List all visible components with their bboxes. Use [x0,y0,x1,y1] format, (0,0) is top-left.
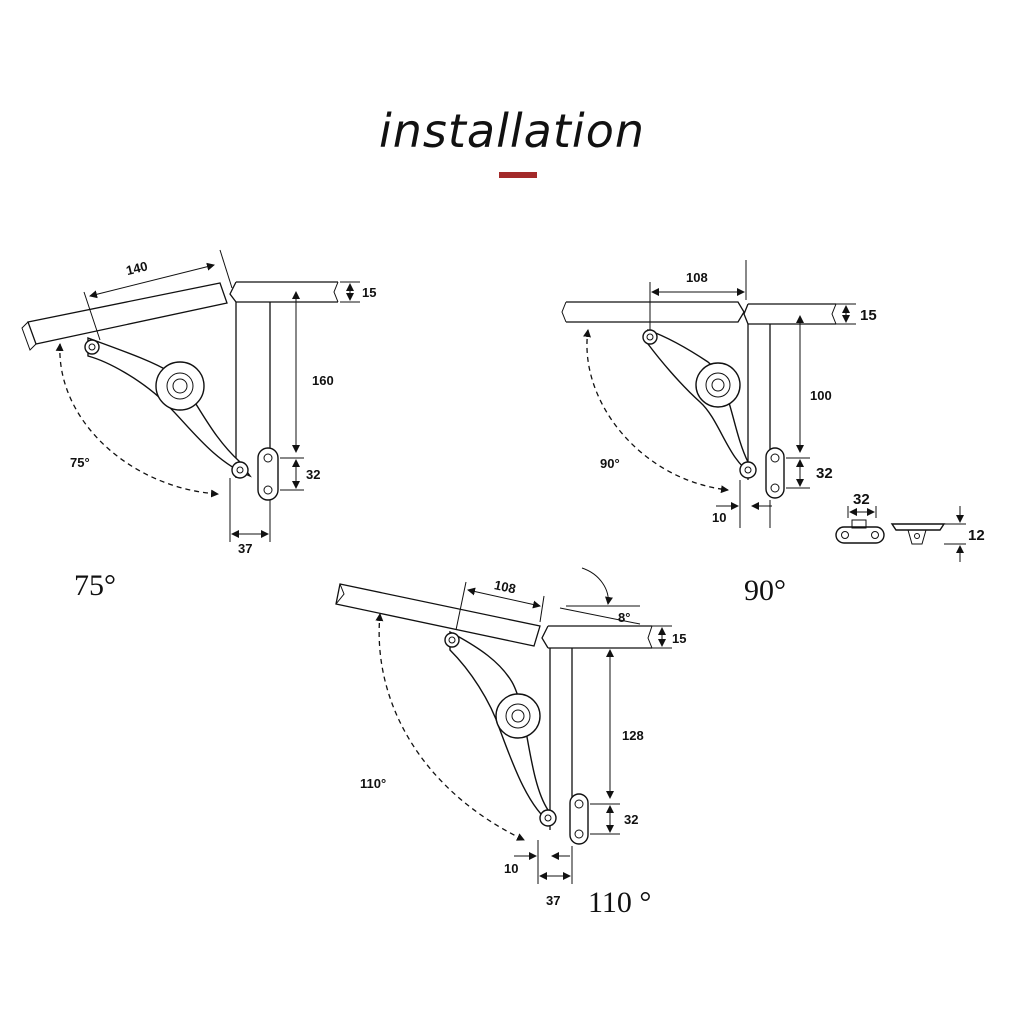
diagram-90: 108 15 100 32 10 90° 32 [561,260,985,607]
plate-side-view [890,523,946,531]
caption-110: 110 ° [588,886,651,919]
dim-32: 32 [624,812,638,827]
angle-label: 90° [600,456,620,471]
mount-plate [765,447,785,499]
cabinet-top [743,303,836,325]
angle-label: 110° [360,776,386,791]
plate-top-view [835,526,885,544]
dim-140: 140 [124,258,149,278]
dim-100: 100 [810,388,832,403]
mount-plate [257,447,279,501]
lid-panel [27,282,228,345]
swing-arc [55,343,219,498]
arm-joint [539,809,557,827]
cabinet-top [541,625,652,649]
caption-75: 75° [74,569,116,602]
lid-mount-screw [642,329,658,345]
diagram-110: 108 8° 15 128 32 10 37 110° 110 ° [335,567,686,919]
dim-108: 108 [493,577,517,596]
hinge-pivot [495,693,541,739]
hinge-pivot [695,362,741,408]
angle-label: 75° [70,455,90,470]
dim-37: 37 [546,893,560,908]
dim-15: 15 [672,631,686,646]
plate-detail: 32 12 [835,491,985,562]
hinge-pivot [155,361,205,411]
dim-108: 108 [686,270,708,285]
diagram-75: 140 15 160 32 37 75° 75° [21,249,376,602]
arm-joint [739,461,757,479]
cabinet-top [229,281,338,303]
mount-plate [569,793,589,845]
dim-10: 10 [504,861,518,876]
page-title: installation [379,104,645,158]
dim-10: 10 [712,510,726,525]
cabinet-side [549,648,573,830]
plate-dim-12: 12 [968,527,985,544]
hinge-arm [647,329,754,476]
dim-32: 32 [306,467,320,482]
dim-128: 128 [622,728,644,743]
swing-arc [583,329,729,494]
dim-160: 160 [312,373,334,388]
dim-37: 37 [238,541,252,556]
title-accent-bar [499,172,537,178]
lid-mount-screw [84,339,100,355]
dim-8deg: 8° [618,610,630,625]
dim-15: 15 [860,307,877,324]
lid-mount-screw [444,632,460,648]
arm-joint [231,461,249,479]
lid-panel [335,583,541,647]
caption-90: 90° [744,574,786,607]
lid-panel [566,301,745,323]
plate-dim-32: 32 [853,491,870,508]
dim-32: 32 [816,465,833,482]
dim-15: 15 [362,285,376,300]
